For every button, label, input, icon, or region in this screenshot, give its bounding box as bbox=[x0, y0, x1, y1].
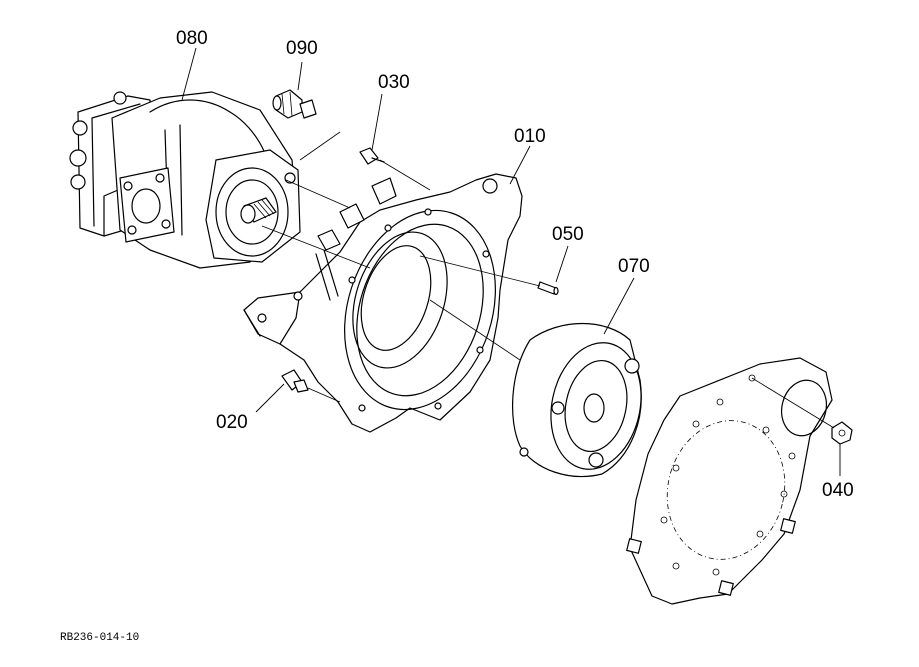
figure-reference-id: RB236-014-10 bbox=[60, 632, 139, 644]
hydraulic-pump bbox=[69, 91, 301, 269]
callout-050: 050 bbox=[552, 224, 584, 245]
flywheel-plate bbox=[626, 357, 833, 605]
callout-080: 080 bbox=[176, 28, 208, 49]
adaptor-fitting bbox=[272, 89, 317, 119]
coupling-hub bbox=[512, 323, 642, 478]
hex-nut bbox=[831, 421, 853, 445]
callout-010: 010 bbox=[514, 126, 546, 147]
leader-lines bbox=[181, 47, 841, 476]
callout-040: 040 bbox=[822, 480, 854, 501]
callout-labels: 080 090 030 010 050 070 020 040 bbox=[176, 28, 854, 501]
small-bolt bbox=[359, 147, 385, 165]
bolt-020 bbox=[281, 369, 309, 393]
callout-020: 020 bbox=[216, 412, 248, 433]
dowel-pin bbox=[537, 281, 559, 296]
pump-housing bbox=[243, 173, 523, 433]
callout-070: 070 bbox=[618, 256, 650, 277]
callout-090: 090 bbox=[286, 38, 318, 59]
center-lines bbox=[261, 131, 835, 429]
callout-030: 030 bbox=[378, 72, 410, 93]
